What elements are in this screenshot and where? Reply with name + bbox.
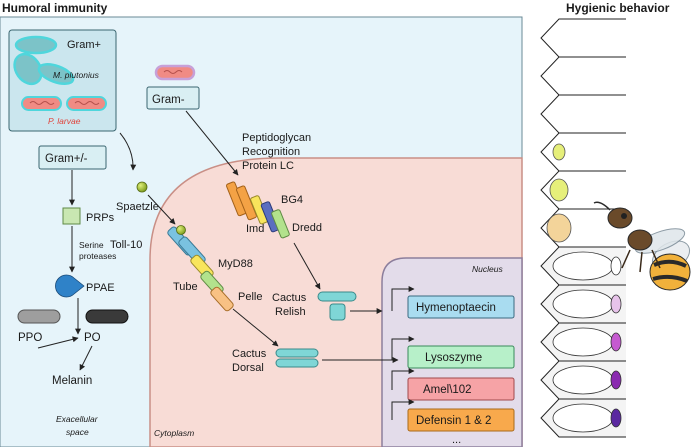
larva — [549, 178, 569, 202]
gene-hymenoptaecin: Hymenoptaecin — [391, 286, 515, 319]
p-larvae-dna-2 — [74, 101, 100, 105]
arrow-gram-neg-to-pgrp — [185, 110, 239, 176]
arrow-po-to-melanin — [79, 345, 93, 371]
comb-cells — [540, 18, 626, 438]
myd88-label: MyD88 — [218, 258, 253, 270]
ppae-icon — [55, 274, 85, 298]
gram-pm-label: Gram+/- — [45, 153, 88, 165]
pupa-eye — [610, 294, 622, 314]
title-humoral-immunity: Humoral immunity — [2, 1, 108, 15]
cactus-relish-label-1: Cactus — [272, 292, 307, 304]
comb-cell — [540, 56, 626, 96]
tube-label: Tube — [173, 281, 198, 293]
larva — [552, 143, 566, 161]
pupa-eye — [610, 370, 622, 390]
gene-hymenoptaecin-label: Hymenoptaecin — [416, 302, 496, 314]
cactus-dorsal-pill-1 — [275, 348, 319, 358]
m-plutonius-cell-2 — [13, 52, 43, 86]
comb-cell — [540, 18, 626, 58]
bee-illustration — [593, 201, 691, 291]
arrow-spaetzle-to-toll — [147, 194, 176, 225]
gene-defensin: Defensin 1 & 2 — [391, 399, 515, 432]
cytoplasm-label: Cytoplasm — [154, 428, 194, 438]
gene-ellipsis: ... — [452, 434, 461, 446]
arrow-ppo-to-po — [37, 336, 79, 349]
spaetzle-label: Spaetzle — [116, 201, 159, 213]
arrow-pelle-to-cactus — [232, 308, 279, 347]
gene-lysoszyme: Lysoszyme — [391, 336, 515, 369]
pupa — [552, 403, 614, 433]
ppo-pill — [17, 309, 61, 324]
gene-defensin-label: Defensin 1 & 2 — [416, 415, 491, 427]
spaetzle-ball — [136, 181, 148, 193]
cactus-dorsal-label-2: Dorsal — [232, 362, 264, 374]
pupa — [552, 289, 614, 319]
prps-label: PRPs — [86, 212, 115, 224]
cactus-relish-label-2: Relish — [275, 306, 306, 318]
pupa — [552, 365, 614, 395]
toll10-label: Toll-10 — [110, 239, 142, 251]
pgrp-label-2: Recognition — [242, 146, 300, 158]
m-plutonius-cell-1 — [14, 35, 58, 55]
pgrp-label-1: Peptidoglycan — [242, 132, 311, 144]
po-pill — [85, 309, 129, 324]
prps-box — [62, 207, 81, 225]
p-larvae-label: P. larvae — [48, 116, 81, 126]
arrow-gram-to-spaetzle — [119, 132, 137, 171]
cactus-relish-pill — [317, 291, 357, 302]
pelle-label: Pelle — [238, 291, 262, 303]
cactus-dorsal-pill-2 — [275, 358, 319, 368]
serine-label-1: Serine — [79, 240, 104, 250]
arrow-dredd-to-relish — [293, 242, 321, 290]
gene-lysoszyme-label: Lysoszyme — [425, 352, 482, 364]
po-label: PO — [84, 332, 101, 344]
m-plutonius-label: M. plutonius — [53, 70, 100, 80]
relish-block — [329, 303, 346, 321]
title-hygienic-behavior: Hygienic behavior — [566, 1, 670, 15]
pupa — [552, 327, 614, 357]
ppo-label: PPO — [18, 332, 42, 344]
dredd-shape — [271, 209, 290, 239]
extracellular-label-1: Exacellular — [56, 414, 99, 424]
gram-negative-box — [146, 86, 200, 110]
gram-pm-box — [38, 145, 107, 170]
comb-cell — [540, 94, 626, 134]
bg4-label: BG4 — [281, 194, 303, 206]
gram-negative-dna — [163, 70, 183, 74]
gram-negative-label: Gram- — [152, 94, 185, 106]
ppae-label: PPAE — [86, 282, 115, 294]
gram-positive-label: Gram+ — [67, 39, 101, 51]
nucleus-label: Nucleus — [472, 264, 503, 274]
pupa-eye — [610, 408, 622, 428]
pupa-eye — [610, 256, 622, 276]
pupa-eye — [610, 332, 622, 352]
pgrp-receptor — [226, 181, 257, 221]
imd-label: Imd — [246, 223, 264, 235]
extracellular-label-2: space — [66, 427, 89, 437]
pelle-shape — [210, 286, 234, 312]
gene-amel102: Amel\102 — [391, 368, 515, 401]
larva — [546, 213, 572, 243]
pgrp-label-3: Protein LC — [242, 160, 294, 172]
m-plutonius-cell-3 — [37, 63, 75, 85]
pupa — [552, 251, 614, 281]
dredd-label: Dredd — [292, 222, 322, 234]
gene-amel102-label: Amel\102 — [423, 384, 472, 396]
melanin-label: Melanin — [52, 375, 92, 387]
p-larvae-dna-1 — [29, 101, 55, 105]
cactus-dorsal-label-1: Cactus — [232, 348, 267, 360]
serine-label-2: proteases — [79, 251, 116, 261]
